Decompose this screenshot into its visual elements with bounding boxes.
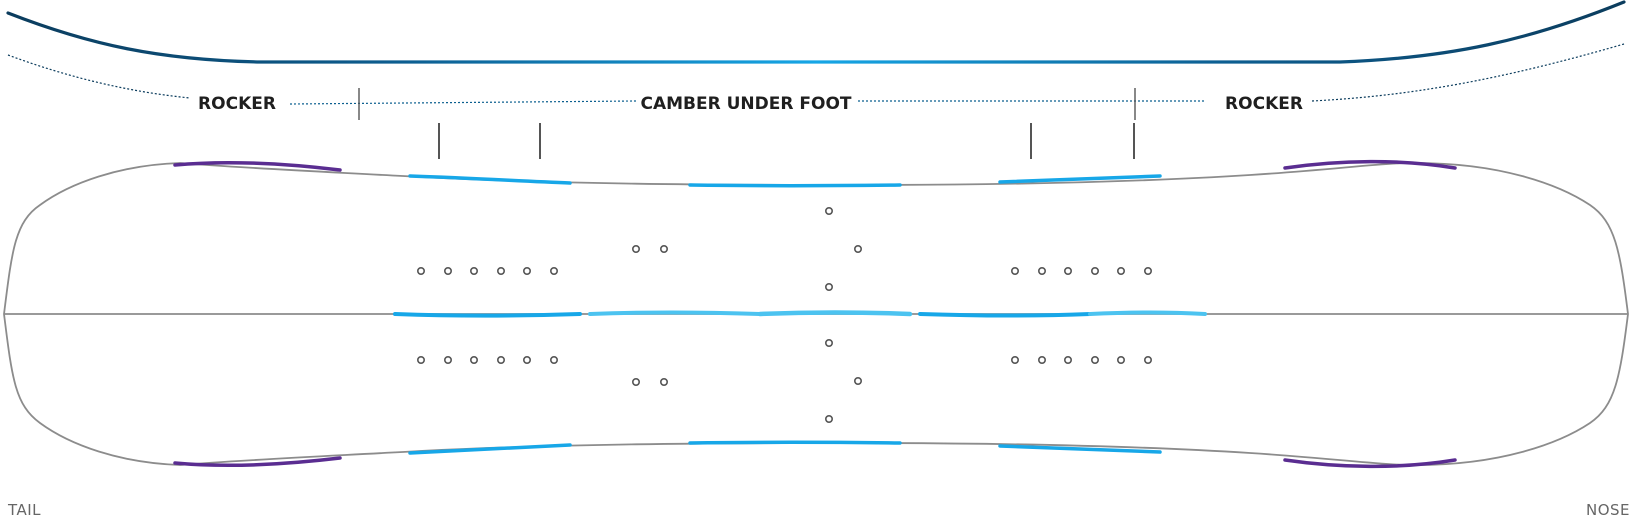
centerline-accent-1 <box>393 312 582 318</box>
rocker-guide-right <box>1311 43 1625 102</box>
insert-hole <box>824 207 833 216</box>
insert-hole <box>1038 266 1047 275</box>
edge-accent-top-blue-center <box>688 183 902 188</box>
edge-accent-bottom-nose <box>1283 458 1457 469</box>
insert-hole <box>853 376 862 385</box>
insert-hole <box>443 266 452 275</box>
insert-hole <box>659 377 668 386</box>
insert-hole <box>496 355 505 364</box>
insert-hole <box>1144 266 1153 275</box>
insert-pattern <box>416 207 1153 423</box>
board-profile-line <box>6 0 1626 64</box>
insert-hole <box>1010 355 1019 364</box>
camber-label: CAMBER UNDER FOOT <box>640 94 851 114</box>
insert-hole <box>853 245 862 254</box>
insert-hole <box>1117 355 1126 364</box>
edge-accent-bottom-tail <box>173 456 342 468</box>
insert-hole <box>1091 266 1100 275</box>
tail-label: TAIL <box>7 501 41 517</box>
insert-hole <box>824 414 833 423</box>
insert-hole <box>659 245 668 254</box>
centerline-accent-3 <box>757 310 913 317</box>
insert-hole <box>824 282 833 291</box>
rocker-label-right: ROCKER <box>1225 94 1303 114</box>
insert-hole <box>469 355 478 364</box>
insert-hole <box>1144 355 1153 364</box>
insert-hole <box>443 355 452 364</box>
insert-hole <box>1064 266 1073 275</box>
insert-hole <box>1038 355 1047 364</box>
insert-hole <box>824 338 833 347</box>
insert-hole <box>469 266 478 275</box>
insert-hole <box>416 266 425 275</box>
rocker-guide-left <box>7 54 191 99</box>
edge-accent-bottom-blue-center <box>688 440 902 445</box>
edge-accent-top-blue-right <box>998 174 1162 184</box>
rocker-label-left: ROCKER <box>198 94 276 114</box>
centerline-accent-2 <box>588 310 762 316</box>
nose-label: NOSE <box>1586 501 1630 517</box>
insert-hole <box>631 245 640 254</box>
insert-hole <box>522 266 531 275</box>
edge-accent-bottom-blue-left <box>408 443 572 455</box>
insert-hole <box>631 377 640 386</box>
insert-hole <box>522 355 531 364</box>
edge-accent-bottom-blue-right <box>998 444 1162 454</box>
insert-hole <box>1064 355 1073 364</box>
insert-hole <box>496 266 505 275</box>
insert-hole <box>1010 266 1019 275</box>
insert-hole <box>1117 266 1126 275</box>
edge-accent-top-blue-left <box>408 174 572 185</box>
insert-hole <box>416 355 425 364</box>
insert-hole <box>1091 355 1100 364</box>
insert-hole <box>549 355 558 364</box>
edge-accent-top-nose <box>1283 159 1457 170</box>
insert-hole <box>549 266 558 275</box>
centerline-accent-4 <box>918 312 1092 318</box>
zone-line-left <box>289 100 637 105</box>
edge-accent-top-tail <box>173 160 342 172</box>
centerline-accent-5 <box>1088 310 1207 316</box>
